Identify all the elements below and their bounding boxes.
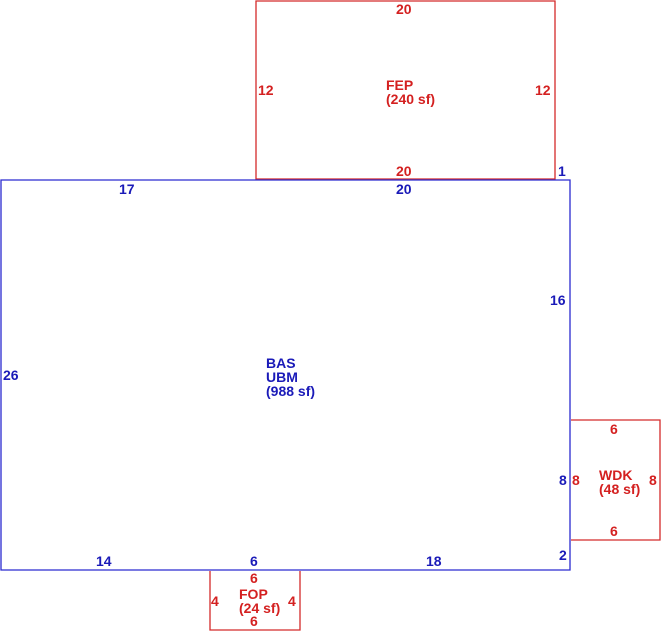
bas-subcode: UBM <box>266 369 298 385</box>
fep-dim-top: 20 <box>396 1 412 17</box>
fop-code: FOP <box>239 586 268 602</box>
wdk-dim-top: 6 <box>610 421 618 437</box>
bas-dim-bottom-right: 18 <box>426 553 442 569</box>
bas-dim-step: 1 <box>558 163 566 179</box>
bas-dim-right-lower: 2 <box>559 547 567 563</box>
fep-area-value: (240 sf) <box>386 91 435 107</box>
fop-dim-left: 4 <box>211 593 219 609</box>
fop-dim-right: 4 <box>288 593 296 609</box>
fep-dim-bottom: 20 <box>396 163 412 179</box>
fep-dim-left: 12 <box>258 82 274 98</box>
bas-dim-bottom-left: 14 <box>96 553 112 569</box>
fep-code: FEP <box>386 77 413 93</box>
bas-dim-top-left: 17 <box>119 181 135 197</box>
fep-outline <box>255 0 556 180</box>
wdk-area-value: (48 sf) <box>599 481 640 497</box>
wdk-area: 6 8 8 6 WDK (48 sf) <box>571 419 661 541</box>
fop-outline <box>209 571 301 631</box>
bas-dim-left: 26 <box>3 367 19 383</box>
wdk-dim-bottom: 6 <box>610 523 618 539</box>
wdk-code: WDK <box>599 467 632 483</box>
fep-area: 20 12 12 20 FEP (240 sf) <box>255 0 556 180</box>
bas-code: BAS <box>266 355 296 371</box>
bas-dim-right-upper: 16 <box>550 292 566 308</box>
fop-dim-bottom: 6 <box>250 613 258 629</box>
fop-area-value: (24 sf) <box>239 600 280 616</box>
fop-dim-top: 6 <box>250 570 258 586</box>
wdk-dim-left: 8 <box>572 472 580 488</box>
fop-area: 6 4 4 6 FOP (24 sf) <box>209 570 301 631</box>
bas-outline <box>0 179 571 571</box>
bas-dim-right-mid: 8 <box>559 472 567 488</box>
bas-area-value: (988 sf) <box>266 383 315 399</box>
wdk-dim-right: 8 <box>649 472 657 488</box>
bas-area: 17 20 1 16 8 2 14 6 18 26 BAS UBM (988 s… <box>0 163 571 571</box>
fep-dim-right: 12 <box>535 82 551 98</box>
bas-dim-top-mid: 20 <box>396 181 412 197</box>
bas-dim-bottom-mid: 6 <box>250 553 258 569</box>
wdk-outline <box>571 419 661 541</box>
